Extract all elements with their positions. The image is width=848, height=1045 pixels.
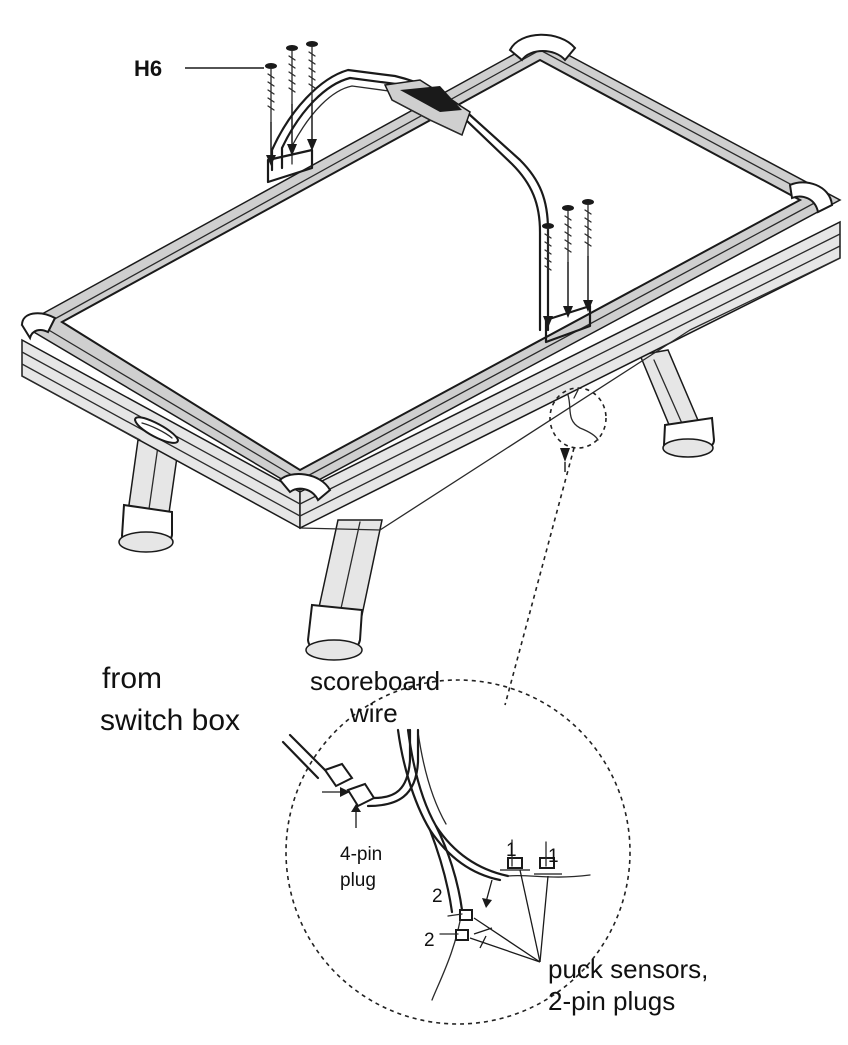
detail-circle (285, 679, 631, 1025)
puck-sensors-label-line2: 2-pin plugs (548, 986, 675, 1016)
goal-slot (133, 416, 180, 444)
four-pin-plug (346, 782, 376, 808)
screw-icon (265, 63, 277, 166)
sensor-plugs-1 (500, 839, 562, 875)
sensor-number-1b: 1 (548, 846, 559, 867)
four-pin-plug-socket (323, 762, 354, 788)
playfield-surface (60, 58, 803, 472)
from-switch-box-label-line1: from (102, 662, 162, 695)
switch-box-wire (281, 728, 420, 828)
scoreboard-wire-label-line2: wire (349, 698, 398, 728)
two-pin-plug (455, 929, 469, 941)
four-pin-plug-label-line2: plug (340, 870, 376, 891)
screw-icon (306, 41, 318, 151)
screw-icon (562, 205, 574, 318)
corner-caps (20, 33, 834, 502)
two-pin-plug (459, 909, 473, 921)
sensor-number-2a: 2 (432, 886, 443, 907)
leg-front-left (118, 439, 179, 553)
scoreboard-wire-label-line1: scoreboard (310, 666, 440, 696)
scoreboard-wire (396, 728, 591, 1001)
scoreboard-arch (266, 68, 592, 344)
two-pin-plug (507, 857, 523, 869)
air-hockey-table (20, 33, 842, 531)
leg-front-right (305, 519, 383, 661)
from-switch-box-label-line2: switch box (100, 704, 240, 737)
two-pin-plug (539, 857, 555, 869)
puck-sensors-label-line1: puck sensors, (548, 954, 708, 984)
screw-icon (542, 223, 554, 328)
four-pin-plug-label-line1: 4-pin (340, 844, 382, 865)
leg-back-right (638, 349, 716, 458)
puck-sensor-leaders (469, 869, 549, 963)
scoreboard-unit (383, 79, 471, 137)
h6-label: H6 (134, 56, 162, 81)
sensor-number-1a: 1 (506, 840, 517, 861)
wire-callout (504, 387, 607, 706)
screw-icon (582, 199, 594, 312)
screws-h6 (185, 41, 594, 328)
screw-icon (286, 45, 298, 156)
table-legs (118, 349, 716, 661)
detail-view (281, 679, 631, 1025)
sensor-number-2b: 2 (424, 930, 435, 951)
